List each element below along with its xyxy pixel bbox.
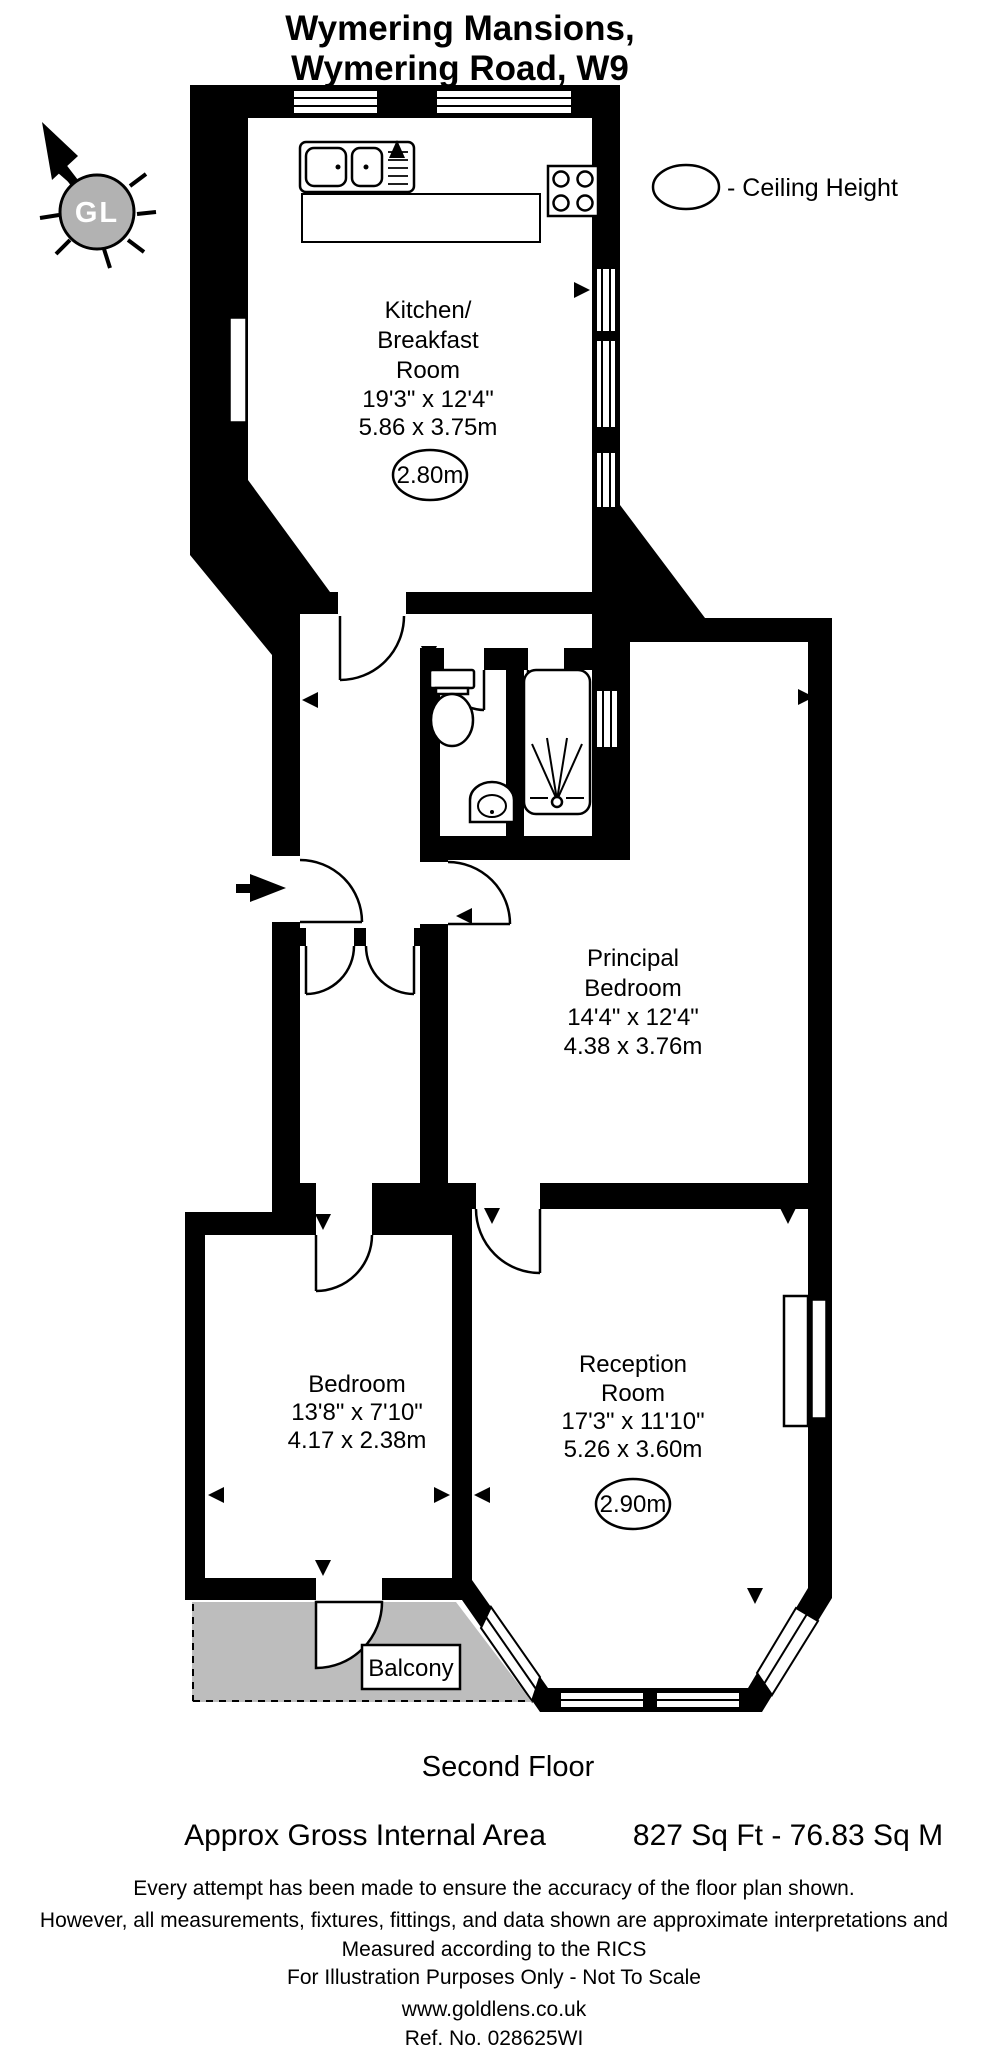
ceiling-height-legend: - Ceiling Height — [651, 163, 898, 211]
windows — [229, 89, 827, 1709]
floor-label: Second Floor — [422, 1751, 595, 1783]
gross-internal-area-label: Approx Gross Internal Area — [184, 1819, 546, 1852]
compass-north-icon: GL — [39, 122, 157, 269]
toilet — [428, 668, 476, 748]
balcony-label: Balcony — [368, 1655, 453, 1682]
bedroom-name: Bedroom — [308, 1371, 405, 1398]
ceiling-height-legend-label: - Ceiling Height — [727, 174, 898, 202]
room-hallway-floor — [300, 614, 592, 1183]
balcony-door-opening — [316, 1574, 382, 1604]
reference-number: Ref. No. 028625WI — [405, 2027, 584, 2048]
principal-bedroom-label: Principal Bedroom 14'4" x 12'4" 4.38 x 3… — [564, 945, 703, 1060]
disclaimer-line1: Every attempt has been made to ensure th… — [133, 1877, 854, 1900]
entrance-arrow-icon — [236, 874, 286, 902]
kitchen-ceiling-height-ellipse-icon — [391, 448, 469, 502]
room-principal-bedroom-floor — [448, 642, 808, 1183]
reception-ceiling-height: 2.90m — [600, 1491, 667, 1518]
disclaimer-line4: For Illustration Purposes Only - Not To … — [287, 1966, 701, 1989]
bedroom-size-metric: 4.17 x 2.38m — [288, 1427, 427, 1454]
principal-bedroom-name-line2: Bedroom — [584, 975, 681, 1002]
principal-bedroom-size-metric: 4.38 x 3.76m — [564, 1033, 703, 1060]
bedroom-label: Bedroom 13'8" x 7'10" 4.17 x 2.38m — [288, 1371, 427, 1454]
kitchen-ceiling-height: 2.80m — [397, 462, 464, 489]
kitchen-sink — [298, 140, 416, 194]
ceiling-height-ellipse-icon — [651, 163, 721, 211]
principal-bedroom-name-line1: Principal — [587, 945, 679, 972]
kitchen-name-line2: Breakfast — [377, 327, 479, 354]
reception-size-metric: 5.26 x 3.60m — [564, 1436, 703, 1463]
property-title-line2: Wymering Road, W9 — [291, 49, 629, 88]
reception-label: Reception Room 17'3" x 11'10" 5.26 x 3.6… — [561, 1351, 705, 1531]
balcony-label-box — [360, 1643, 462, 1691]
reception-name-line2: Room — [601, 1380, 665, 1407]
door-openings — [270, 590, 564, 1238]
kitchen-name-line3: Room — [396, 357, 460, 384]
kitchen-label: Kitchen/ Breakfast Room 19'3" x 12'4" 5.… — [359, 297, 498, 502]
kitchen-hob — [546, 164, 600, 218]
property-title-line1: Wymering Mansions, — [285, 9, 634, 48]
shower — [522, 668, 592, 816]
kitchen-counter — [301, 193, 541, 243]
principal-bedroom-size-imperial: 14'4" x 12'4" — [567, 1004, 699, 1031]
reception-ceiling-height-ellipse-icon — [594, 1477, 672, 1531]
room-bedroom-floor — [205, 1235, 452, 1578]
disclaimer-line3: Measured according to the RICS — [342, 1938, 647, 1961]
kitchen-size-metric: 5.86 x 3.75m — [359, 414, 498, 441]
kitchen-size-imperial: 19'3" x 12'4" — [362, 386, 494, 413]
kitchen-name-line1: Kitchen/ — [385, 297, 472, 324]
disclaimer-line2: However, all measurements, fixtures, fit… — [40, 1909, 948, 1932]
compass-gl-label: GL — [75, 197, 119, 229]
dimension-markers — [208, 140, 814, 1604]
room-reception-floor — [472, 1209, 808, 1688]
room-kitchen-floor — [248, 118, 592, 592]
radiator — [782, 1294, 810, 1428]
wash-basin — [468, 780, 516, 824]
reception-name-line1: Reception — [579, 1351, 687, 1378]
reception-size-imperial: 17'3" x 11'10" — [561, 1408, 704, 1435]
balcony: Balcony — [192, 1574, 532, 1702]
website-label: www.goldlens.co.uk — [401, 1998, 587, 2021]
gross-internal-area-value: 827 Sq Ft - 76.83 Sq M — [633, 1819, 943, 1852]
bedroom-size-imperial: 13'8" x 7'10" — [291, 1399, 423, 1426]
